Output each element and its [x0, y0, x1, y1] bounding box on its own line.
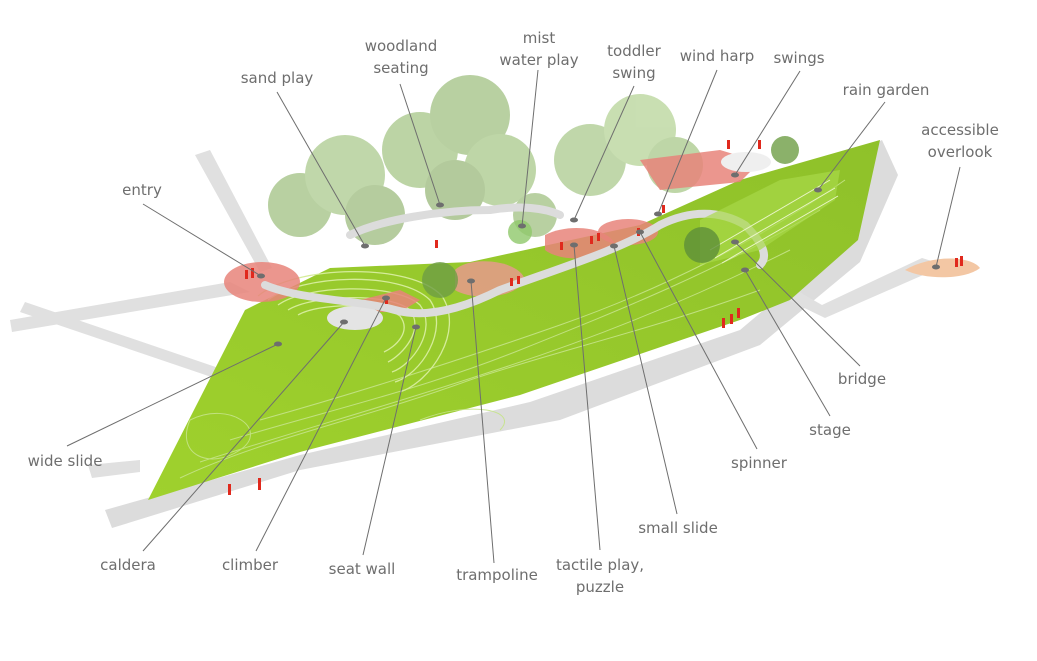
label-line: water play — [499, 51, 579, 69]
label-line: overlook — [927, 143, 993, 161]
label-seat-wall: seat wall — [329, 558, 396, 580]
label-woodland-seating: woodland seating — [365, 35, 438, 79]
label-line: bridge — [837, 370, 887, 388]
label-line: wide slide — [27, 452, 103, 470]
label-mist-water-play: mist water play — [499, 27, 578, 71]
label-line: puzzle — [575, 578, 625, 596]
label-line: rain garden — [842, 81, 930, 99]
label-line: toddler — [607, 42, 661, 60]
label-line: mist — [522, 29, 556, 47]
label-swings: swings — [773, 47, 824, 69]
label-entry: entry — [122, 179, 162, 201]
label-line: entry — [122, 181, 162, 199]
label-line: stage — [809, 421, 851, 439]
label-line: seat wall — [328, 560, 396, 578]
label-line: caldera — [100, 556, 156, 574]
label-stage: stage — [809, 419, 851, 441]
label-wind-harp: wind harp — [680, 45, 755, 67]
label-sand-play: sand play — [241, 67, 314, 89]
label-toddler-swing: toddler swing — [607, 40, 661, 84]
label-line: tactile play, — [555, 556, 645, 574]
label-line: sand play — [240, 69, 314, 87]
label-line: accessible — [921, 121, 999, 139]
label-wide-slide: wide slide — [28, 450, 103, 472]
label-line: woodland — [364, 37, 438, 55]
label-bridge: bridge — [838, 368, 886, 390]
label-trampoline: trampoline — [456, 564, 538, 586]
leader-lines — [66, 69, 961, 564]
label-line: trampoline — [456, 566, 538, 584]
label-climber: climber — [222, 554, 278, 576]
label-small-slide: small slide — [638, 517, 718, 539]
label-spinner: spinner — [731, 452, 787, 474]
label-rain-garden: rain garden — [843, 79, 930, 101]
woodland-trees — [268, 75, 703, 245]
label-caldera: caldera — [100, 554, 156, 576]
label-accessible-overlook: accessible overlook — [921, 119, 999, 163]
label-line: climber — [221, 556, 279, 574]
label-line: swing — [612, 64, 656, 82]
label-line: wind harp — [679, 47, 755, 65]
label-tactile-play-puzzle: tactile play, puzzle — [556, 554, 644, 598]
label-line: swings — [773, 49, 825, 67]
marker-dots — [257, 172, 940, 347]
perimeter-path — [10, 140, 935, 528]
label-line: spinner — [731, 454, 787, 472]
label-line: seating — [373, 59, 429, 77]
label-line: small slide — [638, 519, 718, 537]
